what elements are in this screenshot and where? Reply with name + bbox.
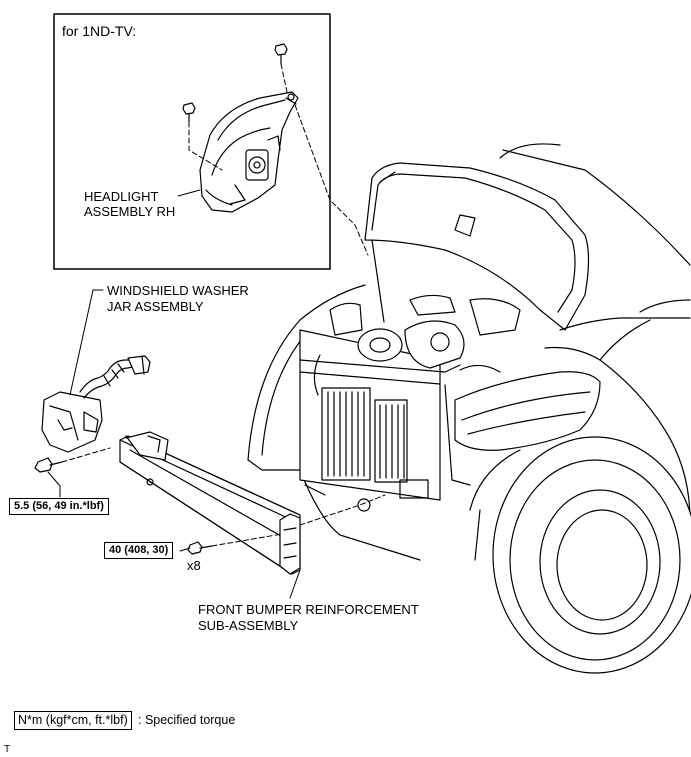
- bumper-label-line2: SUB-ASSEMBLY: [198, 618, 299, 633]
- bolt-headlight-top: [274, 43, 288, 65]
- footer-code: T: [4, 744, 11, 755]
- vehicle-body: [247, 143, 691, 561]
- headlight-label-line1: HEADLIGHT: [84, 189, 159, 204]
- headlight-assembly: [199, 91, 299, 213]
- bolt-headlight-left: [182, 102, 196, 123]
- bolt-washer: [34, 457, 63, 473]
- engine-bay: [299, 294, 521, 512]
- bumper-bolt-torque: 40 (408, 30): [104, 542, 174, 559]
- washer-jar-label-line2: JAR ASSEMBLY: [107, 299, 204, 314]
- leader-lines: [47, 189, 301, 599]
- legend-torque-unit-box: N*m (kgf*cm, ft.*lbf): [14, 711, 132, 730]
- headlight-label-line2: ASSEMBLY RH: [84, 204, 176, 219]
- bolt-bumper: [187, 541, 213, 555]
- washer-jar-label-line1: WINDSHIELD WASHER: [107, 283, 249, 298]
- guide-lines: [61, 63, 386, 547]
- bumper-label-line1: FRONT BUMPER REINFORCEMENT: [198, 602, 419, 617]
- inset-title: for 1ND-TV:: [62, 23, 137, 39]
- inset-frame: [53, 13, 331, 270]
- legend-description: : Specified torque: [138, 713, 236, 727]
- front-wheel: [469, 436, 691, 674]
- washer-bolt-torque: 5.5 (56, 49 in.*lbf): [9, 498, 109, 515]
- washer-jar: [41, 355, 151, 453]
- bolt-count: x8: [187, 558, 201, 573]
- bumper-reinforcement: [119, 431, 301, 575]
